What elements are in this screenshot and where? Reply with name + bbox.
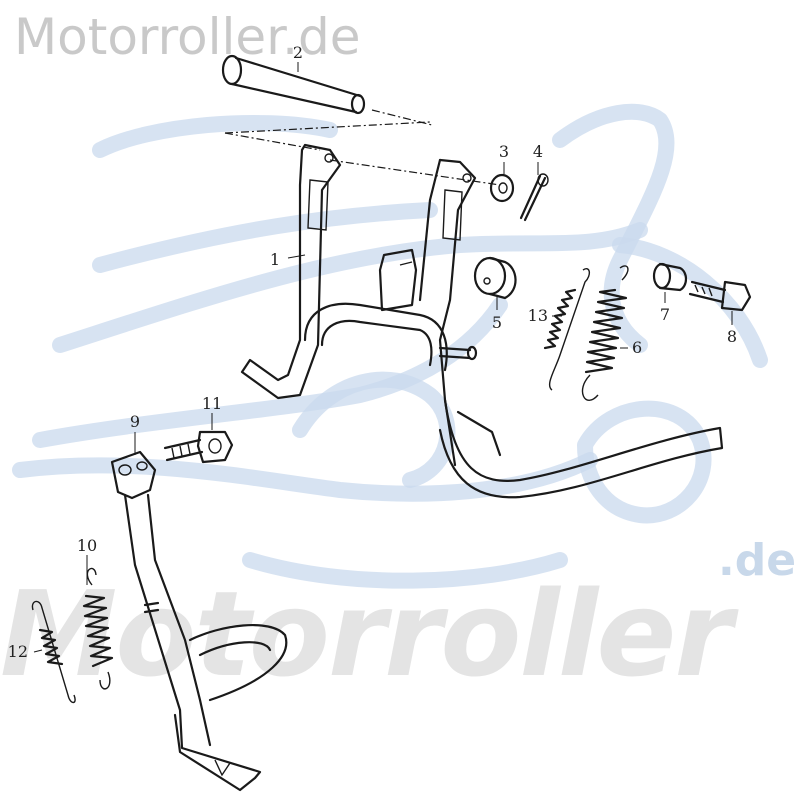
callout-4: 4 (533, 142, 543, 161)
callout-12: 12 (8, 642, 28, 661)
watermark-big-text: Motorroller (0, 565, 733, 703)
callout-8: 8 (727, 327, 737, 346)
bushing-part (652, 262, 688, 292)
callout-5: 5 (492, 313, 502, 332)
alignment-line (371, 109, 433, 126)
callout-11: 11 (202, 394, 222, 413)
side-spring-part (82, 567, 114, 690)
callout-3: 3 (499, 142, 509, 161)
main-stand-part (240, 143, 724, 499)
side-small-spring-part (31, 600, 76, 704)
large-spring-part (581, 265, 629, 401)
alignment-line (224, 132, 321, 151)
pivot-bolt-part (221, 54, 366, 115)
rubber-bumper-part (473, 256, 517, 300)
watermark-suffix-text: .de (718, 535, 797, 586)
callout-7: 7 (660, 305, 670, 324)
small-spring-part (543, 268, 590, 391)
leader-line (287, 254, 306, 259)
side-bolt-part (163, 430, 234, 464)
callout-6: 6 (632, 338, 642, 357)
callout-1: 1 (270, 250, 280, 269)
alignment-line (329, 159, 501, 186)
leader-line (33, 649, 43, 653)
side-stand-part (110, 450, 288, 792)
bolt-part (688, 280, 752, 312)
cotter-pin-part (519, 173, 549, 222)
alignment-line (224, 121, 431, 134)
callout-10: 10 (77, 536, 97, 555)
watermark-top-text: Motorroller.de (14, 8, 361, 66)
callout-9: 9 (130, 412, 140, 431)
washer-part (489, 173, 515, 203)
callout-13: 13 (528, 306, 548, 325)
callout-2: 2 (293, 43, 303, 62)
